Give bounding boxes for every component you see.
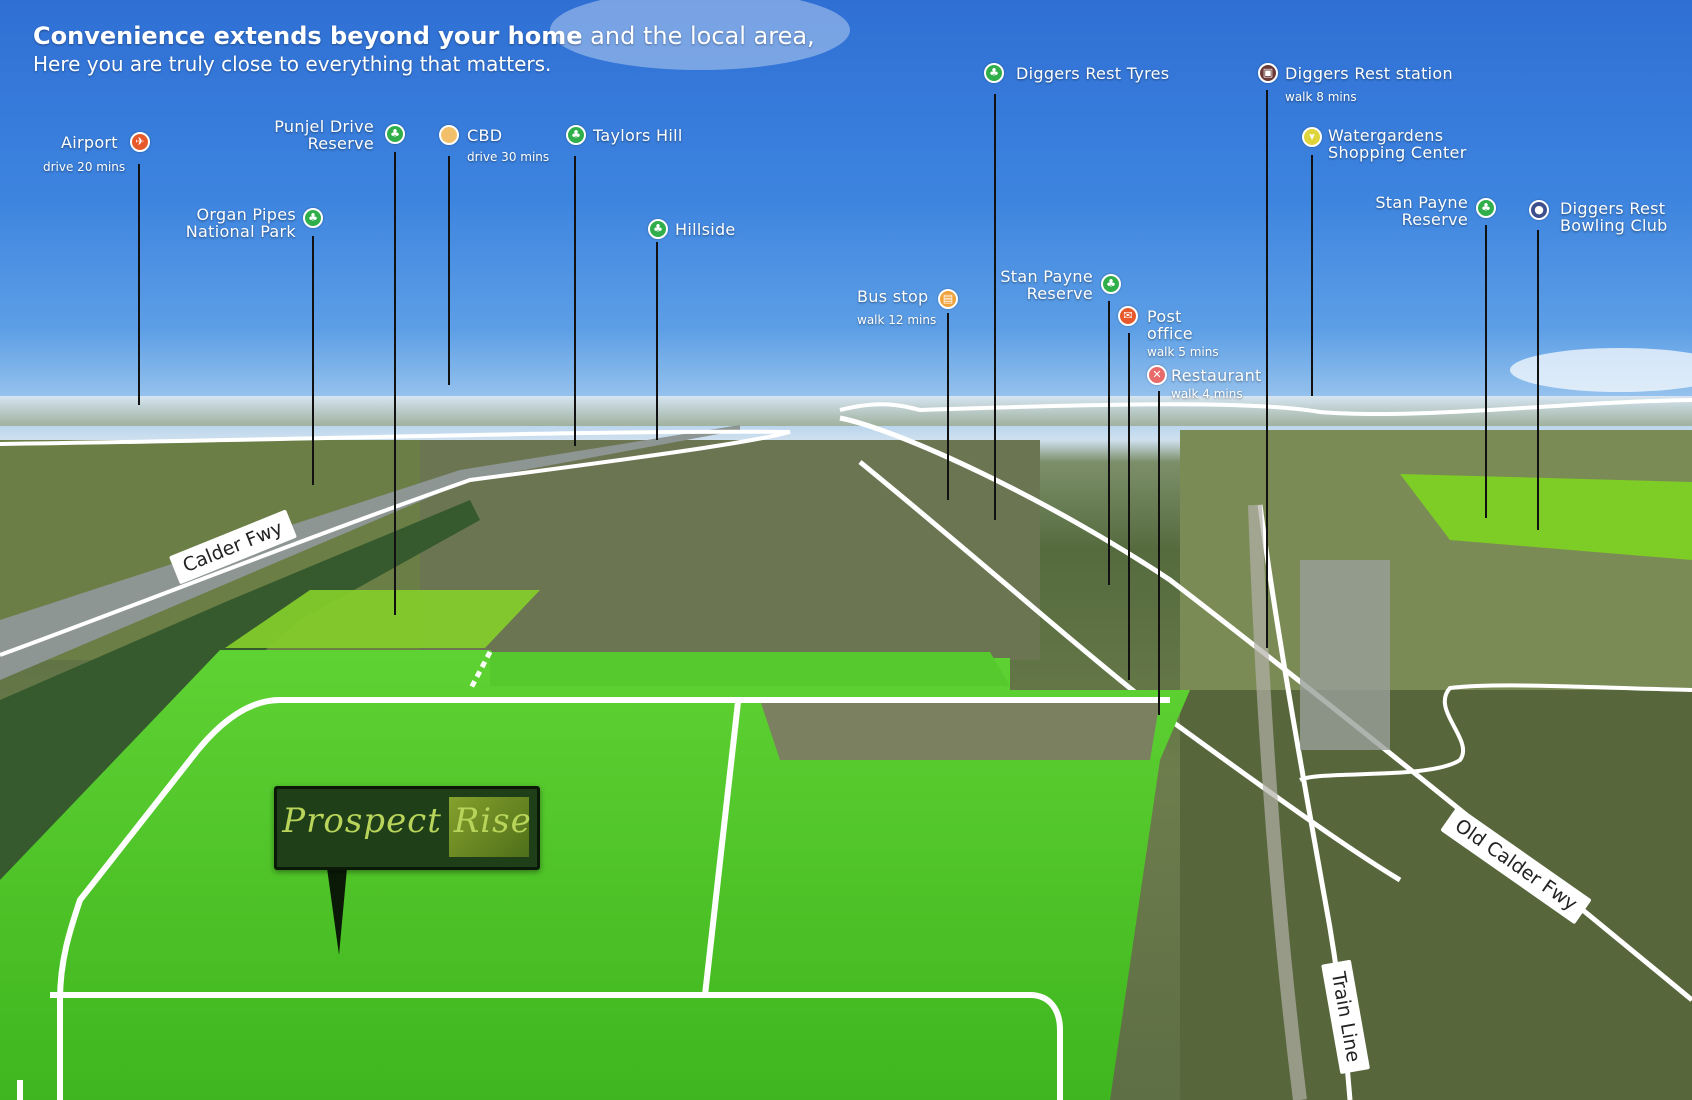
park-icon: ♣ (1476, 198, 1496, 218)
poi-cbd[interactable]: CBD (467, 127, 502, 144)
poi-sub: drive 20 mins (43, 160, 126, 174)
neighbour-lots (760, 700, 1160, 760)
headline-line1: Convenience extends beyond your home and… (33, 20, 815, 52)
headline-rest: and the local area, (582, 22, 815, 50)
poi-diggers-rest-tyres[interactable]: Diggers Rest Tyres (1016, 65, 1169, 82)
suburb-center (420, 440, 1040, 660)
cloud (1510, 348, 1692, 392)
headline: Convenience extends beyond your home and… (33, 20, 815, 76)
poi-sub: walk 5 mins (1147, 345, 1219, 359)
poi-name: Airport (61, 133, 118, 152)
train-icon: ▣ (1258, 63, 1278, 83)
site-road-outline (57, 697, 1170, 1100)
poi-name: National Park (185, 222, 296, 241)
poi-name: Bowling Club (1560, 216, 1668, 235)
poi-name: Reserve (307, 134, 374, 153)
brand-swatch (449, 797, 529, 857)
cloud (550, 0, 850, 70)
callout-lines (138, 90, 1539, 715)
poi-name: Diggers Rest Tyres (1016, 64, 1170, 83)
poi-sub: drive 30 mins (467, 150, 550, 164)
site-grass-upper (490, 652, 1010, 686)
poi-post-office[interactable]: Post office walk 5 mins (1147, 308, 1219, 360)
trees-right (1180, 690, 1692, 1100)
site-grass (0, 650, 1190, 1100)
poi-name: Post (1147, 307, 1182, 326)
poi-name: Reserve (1401, 210, 1468, 229)
park-icon: ♣ (566, 125, 586, 145)
poi-name: Watergardens (1328, 126, 1444, 145)
poi-restaurant[interactable]: Restaurant walk 4 mins (1171, 367, 1262, 402)
poi-cbd-sub: drive 30 mins (467, 147, 549, 165)
poi-airport[interactable]: Airport (61, 134, 118, 151)
poi-stan-payne-mid[interactable]: Stan Payne Reserve (985, 268, 1093, 302)
poi-hillside[interactable]: Hillside (675, 221, 736, 238)
poi-taylors-hill[interactable]: Taylors Hill (593, 127, 683, 144)
poi-name: Taylors Hill (593, 126, 683, 145)
poi-stan-payne-top[interactable]: Stan Payne Reserve (1356, 194, 1468, 228)
poi-name: Reserve (1026, 284, 1093, 303)
tree-belt (0, 500, 480, 880)
poi-sub: walk 8 mins (1285, 90, 1357, 104)
site-road-divider (702, 701, 741, 996)
bowling-icon: ● (1529, 200, 1549, 220)
rail-tracks (1248, 504, 1307, 1100)
headline-line2: Here you are truly close to everything t… (33, 52, 552, 76)
poi-bowling-club[interactable]: Diggers Rest Bowling Club (1560, 200, 1668, 234)
park-icon: ♣ (984, 63, 1004, 83)
poi-name: Organ Pipes (196, 205, 296, 224)
punjel-reserve-overlay (225, 590, 540, 648)
bus-icon: ▤ (938, 289, 958, 309)
mail-icon: ✉ (1118, 306, 1138, 326)
site-path-dashed (467, 650, 493, 692)
shopping-icon: ▾ (1302, 127, 1322, 147)
station-carpark (1300, 560, 1390, 750)
site-road-bottom (50, 992, 1063, 1100)
poi-airport-sub: drive 20 mins (43, 157, 125, 175)
plane-icon: ✈ (130, 132, 150, 152)
poi-name: Shopping Center (1328, 143, 1467, 162)
park-icon: ♣ (1101, 274, 1121, 294)
poi-name: Diggers Rest (1560, 199, 1666, 218)
poi-organ-pipes[interactable]: Organ Pipes National Park (178, 206, 296, 240)
poi-name: Punjel Drive (274, 117, 374, 136)
poi-name: CBD (467, 126, 503, 145)
poi-name: Diggers Rest station (1285, 64, 1453, 83)
stan-payne-reserve-overlay (1400, 474, 1692, 560)
headline-bold: Convenience extends beyond your home (33, 22, 583, 50)
calder-route-line (0, 429, 791, 657)
poi-name: office (1147, 324, 1193, 343)
horizon-route-line (839, 398, 1692, 417)
site-pin-pointer (327, 868, 347, 955)
poi-sub: walk 4 mins (1171, 387, 1243, 401)
poi-name: Bus stop (857, 287, 929, 306)
poi-bus-stop[interactable]: Bus stop (857, 288, 929, 305)
poi-station-sub: walk 8 mins (1285, 87, 1357, 105)
restaurant-icon: ✕ (1147, 365, 1167, 385)
poi-name: Stan Payne (1000, 267, 1093, 286)
city-icon (439, 125, 459, 145)
site-brand-sign[interactable]: Prospect Rise (274, 786, 540, 870)
old-calder-loop (1299, 683, 1692, 782)
park-icon: ♣ (648, 219, 668, 239)
park-icon: ♣ (385, 124, 405, 144)
park-icon: ♣ (303, 208, 323, 228)
brand-logo-text: Prospect Rise (282, 801, 532, 841)
poi-station[interactable]: Diggers Rest station (1285, 65, 1453, 82)
poi-name: Stan Payne (1375, 193, 1468, 212)
poi-name: Hillside (675, 220, 736, 239)
poi-punjel[interactable]: Punjel Drive Reserve (262, 118, 374, 152)
poi-sub: walk 12 mins (857, 313, 937, 327)
poi-bus-stop-sub: walk 12 mins (857, 310, 936, 328)
poi-watergardens[interactable]: Watergardens Shopping Center (1328, 127, 1467, 161)
poi-name: Restaurant (1171, 366, 1262, 385)
